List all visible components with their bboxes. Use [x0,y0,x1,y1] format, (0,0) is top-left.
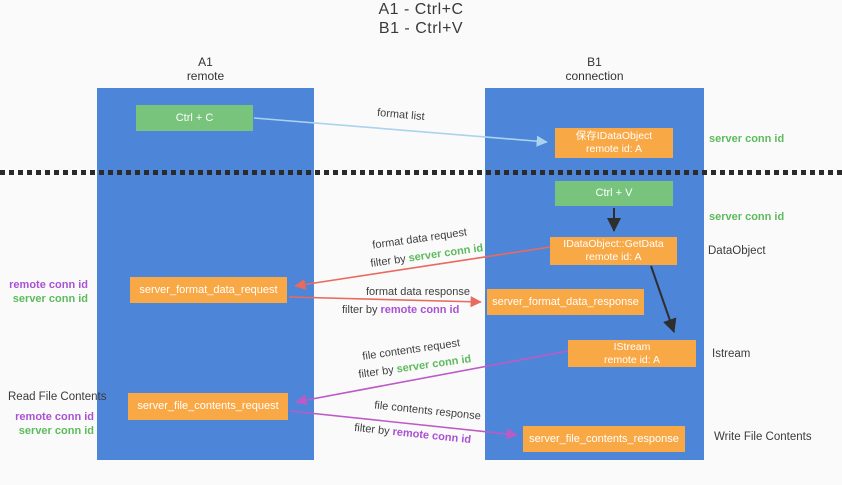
side-label-server-conn-id-top: server conn id [709,133,785,145]
node-format-response-label: server_format_data_response [492,295,639,308]
lane-header-b1-connection: B1 connection [485,55,704,83]
node-server-file-contents-response: server_file_contents_response [523,426,685,452]
node-server-format-data-response: server_format_data_response [487,289,644,315]
side-label-read-file-contents: Read File Contents [8,391,107,403]
node-getdata-line1: IDataObject::GetData [563,238,664,250]
node-getdata-line2: remote id: A [585,251,642,263]
side-label-server-conn-id-mid: server conn id [709,211,785,223]
node-idataobject-getdata: IDataObject::GetData remote id: A [550,237,677,265]
filter-by-text: filter by [369,253,407,270]
title-line-2: B1 - Ctrl+V [378,20,464,37]
page-title: A1 - Ctrl+C B1 - Ctrl+V [0,0,842,38]
node-file-request-label: server_file_contents_request [137,400,279,412]
node-save-idataobject: 保存IDataObject remote id: A [555,128,673,158]
filter-by-text: filter by [357,364,395,381]
node-server-file-contents-request: server_file_contents_request [128,393,288,420]
side-label-write-file-contents: Write File Contents [714,431,812,443]
server-conn-id-text: server conn id [407,242,484,265]
edge-label-file-contents-response: file contents response [373,399,482,423]
remote-conn-id-text: remote conn id [9,279,88,291]
lane-left-subtitle: remote [186,69,225,83]
remote-conn-id-text: remote conn id [391,425,472,447]
side-label-istream: Istream [712,348,751,360]
node-istream: IStream remote id: A [568,340,696,367]
title-line-1: A1 - Ctrl+C [378,1,464,18]
node-istream-line2: remote id: A [603,353,661,366]
filter-by-text: filter by [342,304,378,316]
node-file-response-label: server_file_contents_response [529,432,679,445]
node-ctrl-v-label: Ctrl + V [595,187,633,199]
lane-header-a1-remote: A1 remote [97,55,314,83]
lane-left-title: A1 [198,55,213,69]
node-ctrl-v: Ctrl + V [555,181,673,206]
side-label-left-conn-ids: remote conn id server conn id [0,278,88,306]
filter-by-text: filter by [353,421,391,438]
dotted-divider-line [0,170,842,175]
node-save-idataobject-line2: remote id: A [585,143,643,155]
node-server-format-data-request: server_format_data_request [130,277,287,303]
node-ctrl-c-label: Ctrl + C [175,111,214,124]
server-conn-id-text: server conn id [18,425,94,437]
node-format-request-label: server_format_data_request [139,283,278,296]
remote-conn-id-text: remote conn id [380,304,460,316]
lane-right-title: B1 [587,55,602,69]
node-istream-line1: IStream [613,340,651,353]
node-ctrl-c: Ctrl + C [136,105,253,131]
remote-conn-id-text: remote conn id [15,411,94,423]
side-label-left-bottom-conn-ids: remote conn id server conn id [0,410,94,438]
side-label-dataobject: DataObject [708,245,766,257]
server-conn-id-text: server conn id [12,293,88,305]
edge-label-format-data-response: format data response [366,286,470,298]
node-save-idataobject-line1: 保存IDataObject [575,130,653,142]
edge-label-format-list: format list [376,106,426,124]
lane-right-subtitle: connection [565,69,624,83]
